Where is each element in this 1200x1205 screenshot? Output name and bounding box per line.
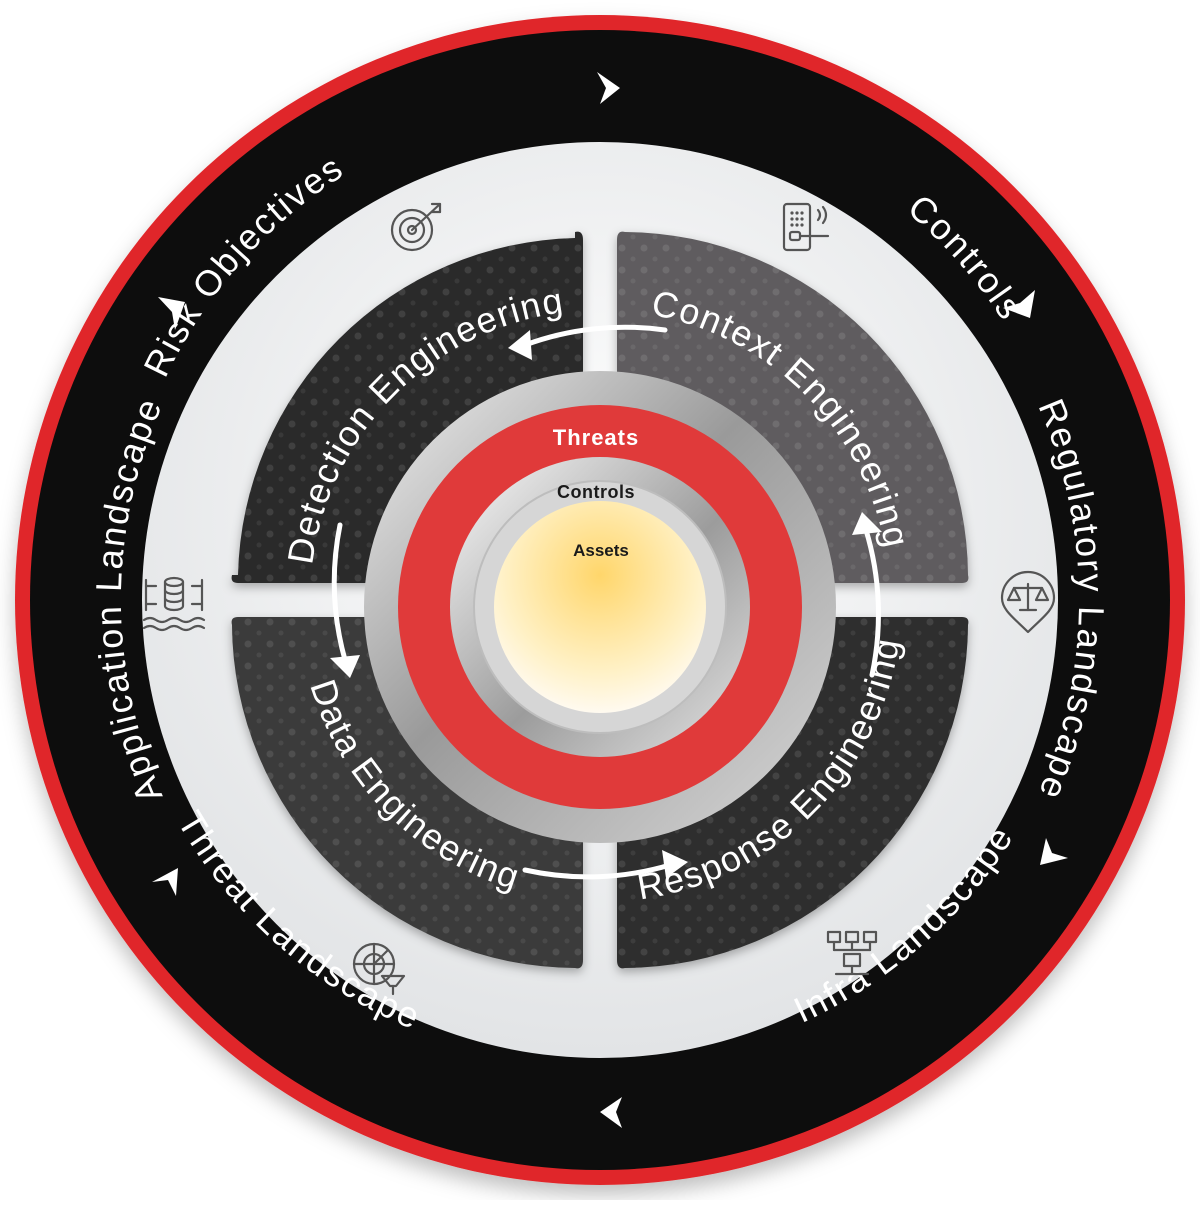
core: Threats Controls Assets bbox=[364, 371, 836, 843]
data-lake-icon bbox=[142, 576, 206, 632]
radar-icon bbox=[352, 942, 406, 996]
ring-arrow-lower-right bbox=[1040, 838, 1068, 865]
core-assets-disc bbox=[494, 501, 706, 713]
cycle-arrow-right bbox=[863, 527, 881, 678]
ring-arrow-upper-right bbox=[1003, 290, 1035, 318]
ring-arrow-lower-left bbox=[152, 868, 178, 896]
cycle-arrow-left bbox=[331, 522, 348, 663]
ring-arrow-upper-left bbox=[158, 297, 185, 330]
cycle-arrow-top bbox=[522, 324, 668, 348]
smart-lock-icon bbox=[782, 202, 830, 252]
ring-arrow-bottom bbox=[600, 1097, 622, 1128]
ring-arrow-top bbox=[597, 72, 620, 104]
core-label-controls: Controls bbox=[557, 482, 635, 502]
ring-arrowheads bbox=[152, 72, 1068, 1128]
target-arrow-icon bbox=[390, 202, 442, 252]
cycle-arrows bbox=[330, 324, 882, 880]
scales-pin-icon bbox=[1000, 570, 1056, 634]
core-label-threats: Threats bbox=[553, 425, 639, 450]
network-nodes-icon bbox=[826, 930, 878, 976]
cycle-arrow-bottom bbox=[522, 862, 673, 880]
core-label-assets: Assets bbox=[573, 541, 629, 560]
